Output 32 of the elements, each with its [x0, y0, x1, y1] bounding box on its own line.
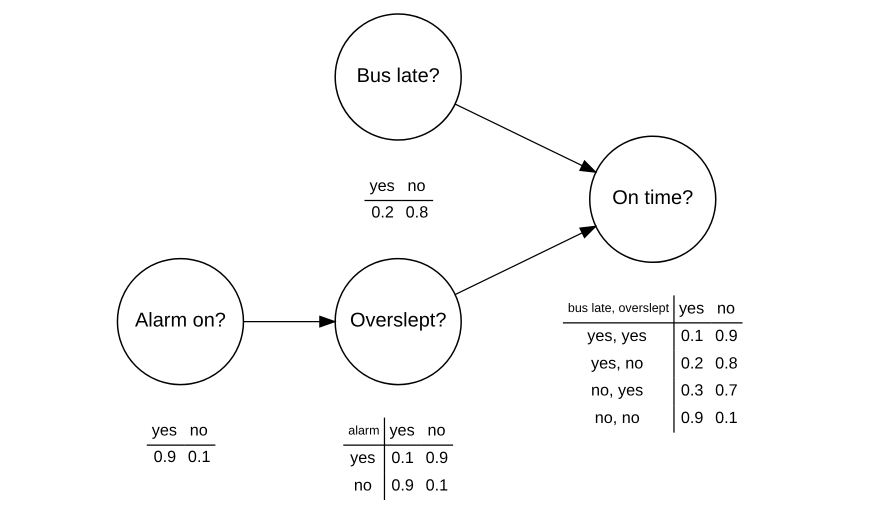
- node-label: 0.2: [680, 354, 704, 372]
- node-label: yes: [350, 448, 376, 467]
- node-label: 0.9: [715, 326, 738, 344]
- node-label: bus late, overslept: [568, 300, 670, 315]
- node-label: no, no: [594, 408, 640, 427]
- node-label: alarm: [348, 423, 380, 438]
- node-label: 0.1: [391, 448, 414, 467]
- node-label: no, yes: [590, 381, 644, 400]
- node-label: no: [190, 421, 208, 440]
- node-label: 0.9: [391, 476, 414, 494]
- node-label: yes: [152, 421, 177, 440]
- node-label: 0.8: [406, 202, 428, 221]
- node-label: 0.7: [715, 381, 738, 400]
- node-label: 0.9: [426, 448, 448, 467]
- node-label: yes: [369, 176, 395, 195]
- node-label: yes, no: [590, 354, 644, 372]
- node-label: 0.9: [154, 447, 176, 466]
- node-label: 0.8: [715, 354, 738, 372]
- node-label: no: [428, 421, 446, 440]
- node-label: 0.1: [715, 408, 738, 427]
- node-label: 0.2: [371, 202, 394, 221]
- node-label: 0.1: [188, 447, 210, 466]
- node-label: 0.1: [426, 476, 448, 494]
- node-label: no: [354, 476, 372, 494]
- node-label: 0.9: [680, 408, 704, 427]
- node-label: 0.1: [680, 326, 704, 344]
- node-label: no: [717, 298, 736, 317]
- node-label: 0.3: [680, 381, 704, 400]
- node-label: yes: [389, 421, 415, 440]
- node-label: yes: [678, 298, 704, 317]
- node-label: yes, yes: [587, 326, 647, 344]
- node-label: no: [408, 176, 426, 195]
